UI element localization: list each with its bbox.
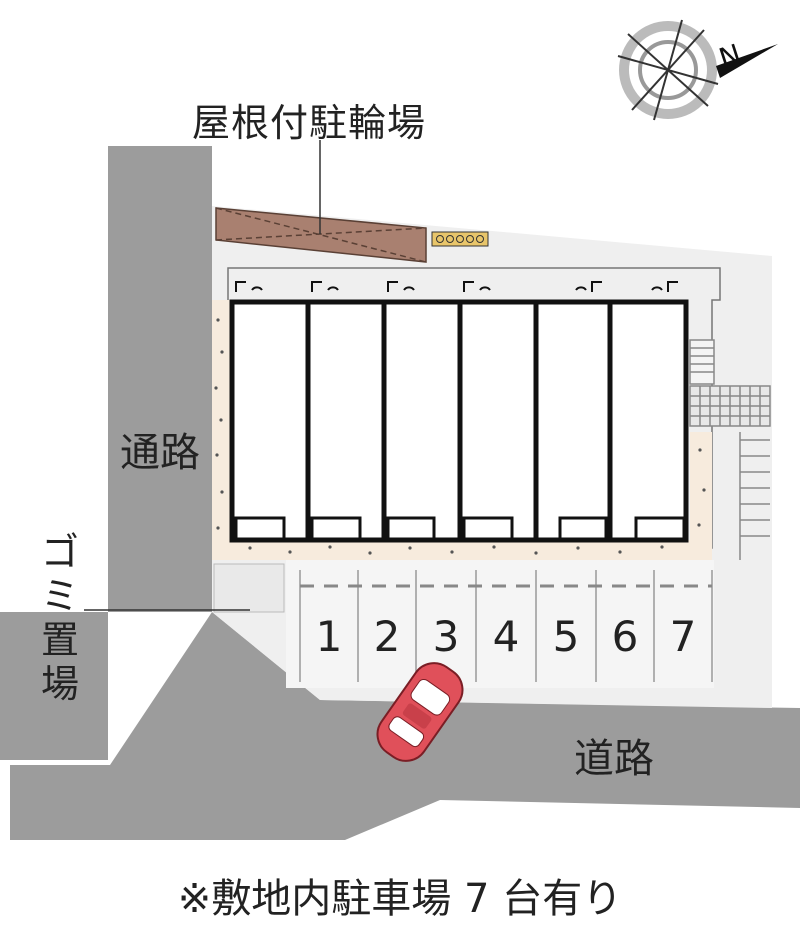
parking-space-6: 6 (611, 612, 639, 661)
car-icon (376, 662, 464, 762)
door-marks (235, 281, 678, 292)
bicycle-rack-icon (431, 231, 489, 247)
parking-space-1: 1 (315, 612, 343, 661)
parking-space-2: 2 (373, 612, 401, 661)
parking-count-note: ※敷地内駐車場 7 台有り (177, 876, 623, 922)
left-road (0, 146, 212, 760)
parking-space-4: 4 (492, 612, 520, 661)
unit-entrances (234, 516, 686, 540)
bike-parking-label: 屋根付駐輪場 (192, 101, 427, 145)
parking-lot (286, 560, 714, 688)
parking-space-3: 3 (432, 612, 460, 661)
bike-shelter (215, 140, 427, 263)
left-road-label: 通路 (120, 430, 200, 476)
bottom-road-label: 道路 (574, 736, 654, 782)
garbage-area (84, 563, 285, 613)
garbage-area-label: ゴミ置場 (40, 530, 79, 706)
compass-icon (617, 19, 778, 121)
parking-space-5: 5 (552, 612, 580, 661)
parking-space-7: 7 (669, 612, 697, 661)
gravel-dots (214, 318, 706, 555)
unit-dividers (305, 302, 613, 540)
stairs (689, 339, 771, 560)
